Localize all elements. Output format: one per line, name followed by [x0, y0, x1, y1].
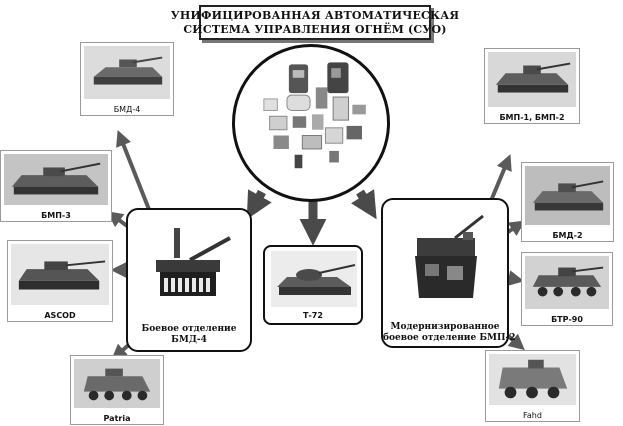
vehicle-card-bmp1-bmp2: БМП-1, БМП-2	[484, 48, 580, 124]
arrow-center-to-bmp2-module	[351, 189, 377, 220]
bmp2-turret-label-line2: боевое отделение БМП-2	[383, 333, 516, 343]
fcs-components-illustration	[263, 62, 366, 169]
module-bmp2-turret: Модернизированное боевое отделение БМП-2	[381, 198, 516, 348]
vehicle-card-bmd4: БМД-4	[80, 42, 174, 116]
diagram-title-line2: СИСТЕМА УПРАВЛЕНИЯ ОГНЁМ (СУО)	[183, 22, 447, 36]
fahd-caption: Fahd	[523, 411, 542, 420]
vehicle-card-t72: Т-72	[263, 245, 363, 325]
bmd2-photo	[525, 166, 610, 225]
arrow-center-to-bmd4-module	[246, 189, 272, 220]
vehicle-card-bmp3: БМП-3	[0, 150, 112, 222]
fcs-components-circle	[232, 44, 390, 202]
bmd4-turret-label-line2: БМД-4	[171, 335, 207, 345]
t72-photo	[271, 251, 357, 307]
bmp1-bmp2-photo	[488, 52, 576, 107]
btr90-caption: БТР-90	[551, 315, 583, 324]
patria-caption: Patria	[103, 414, 131, 423]
bmp2-turret-label-line1: Модернизированное	[390, 322, 500, 332]
module-bmd4-turret: Боевое отделение БМД-4	[126, 208, 252, 352]
arrow-to-bmd2	[506, 220, 526, 236]
ascod-photo	[11, 244, 109, 305]
arrow-to-bmd4	[116, 130, 152, 213]
ascod-caption: ASCOD	[44, 311, 76, 320]
bmd2-caption: БМД-2	[552, 231, 583, 240]
bmd4-turret-illustration	[156, 228, 231, 296]
vehicle-card-bmd2: БМД-2	[521, 162, 614, 242]
arrow-to-btr90	[507, 270, 525, 286]
btr90-photo	[525, 256, 609, 309]
vehicle-card-btr90: БТР-90	[521, 252, 613, 326]
diagram-title: УНИФИЦИРОВАННАЯ АВТОМАТИЧЕСКАЯ СИСТЕМА У…	[171, 5, 459, 40]
bmd4-photo	[84, 46, 170, 99]
bmp2-turret-illustration	[415, 214, 484, 298]
vehicle-card-patria: Patria	[70, 355, 164, 425]
bmp3-photo	[4, 154, 108, 205]
bmd4-turret-label-line1: Боевое отделение	[141, 324, 237, 334]
bmp3-caption: БМП-3	[41, 211, 71, 220]
diagram-title-line1: УНИФИЦИРОВАННАЯ АВТОМАТИЧЕСКАЯ	[170, 8, 460, 22]
t72-caption: Т-72	[303, 311, 323, 320]
patria-photo	[74, 359, 160, 408]
vehicle-card-fahd: Fahd	[485, 350, 580, 422]
bmp1-bmp2-caption: БМП-1, БМП-2	[499, 113, 565, 122]
fahd-photo	[489, 354, 576, 405]
vehicle-card-ascod: ASCOD	[7, 240, 113, 322]
bmd4-caption: БМД-4	[113, 105, 141, 114]
